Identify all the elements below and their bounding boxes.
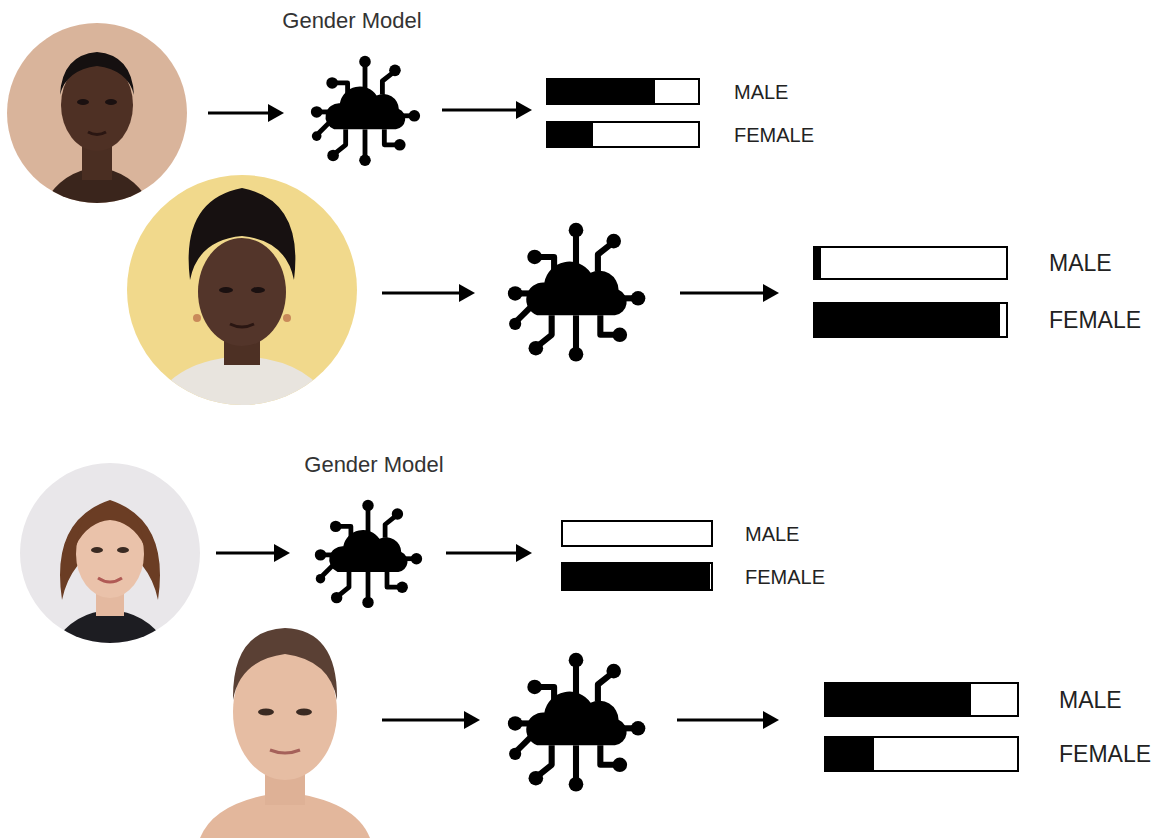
bar-fill — [548, 123, 593, 146]
bar-fill — [563, 564, 710, 589]
bar-fill — [826, 738, 874, 770]
portrait-photo — [200, 628, 370, 838]
class-label: FEMALE — [734, 123, 814, 146]
bar-fill — [826, 684, 971, 715]
probability-bar: MALE — [813, 246, 1008, 280]
bar-fill — [815, 248, 821, 278]
probability-bar: FEMALE — [546, 121, 700, 148]
model-icon — [508, 653, 645, 792]
class-label: MALE — [745, 522, 799, 545]
probability-bar: FEMALE — [813, 302, 1008, 338]
arrow-heads — [268, 101, 779, 729]
model-icon — [311, 56, 420, 166]
model-icon — [315, 500, 422, 608]
probability-bar: FEMALE — [561, 562, 713, 591]
class-label: MALE — [734, 80, 788, 103]
model-title: Gender Model — [304, 452, 443, 478]
class-label: FEMALE — [745, 565, 825, 588]
model-title: Gender Model — [282, 8, 421, 34]
class-label: MALE — [1059, 686, 1122, 713]
probability-bar: MALE — [561, 520, 713, 547]
portrait-photo — [120, 170, 370, 410]
class-label: FEMALE — [1049, 307, 1141, 334]
flow-arrows — [208, 110, 767, 720]
model-icon — [508, 223, 645, 362]
portrait-photo — [0, 20, 200, 210]
probability-bar: MALE — [546, 78, 700, 105]
bar-fill — [815, 304, 1000, 336]
bar-fill — [548, 80, 655, 103]
class-label: MALE — [1049, 250, 1112, 277]
portrait-photo — [15, 460, 215, 650]
probability-bar: FEMALE — [824, 736, 1019, 772]
probability-bar: MALE — [824, 682, 1019, 717]
class-label: FEMALE — [1059, 741, 1151, 768]
